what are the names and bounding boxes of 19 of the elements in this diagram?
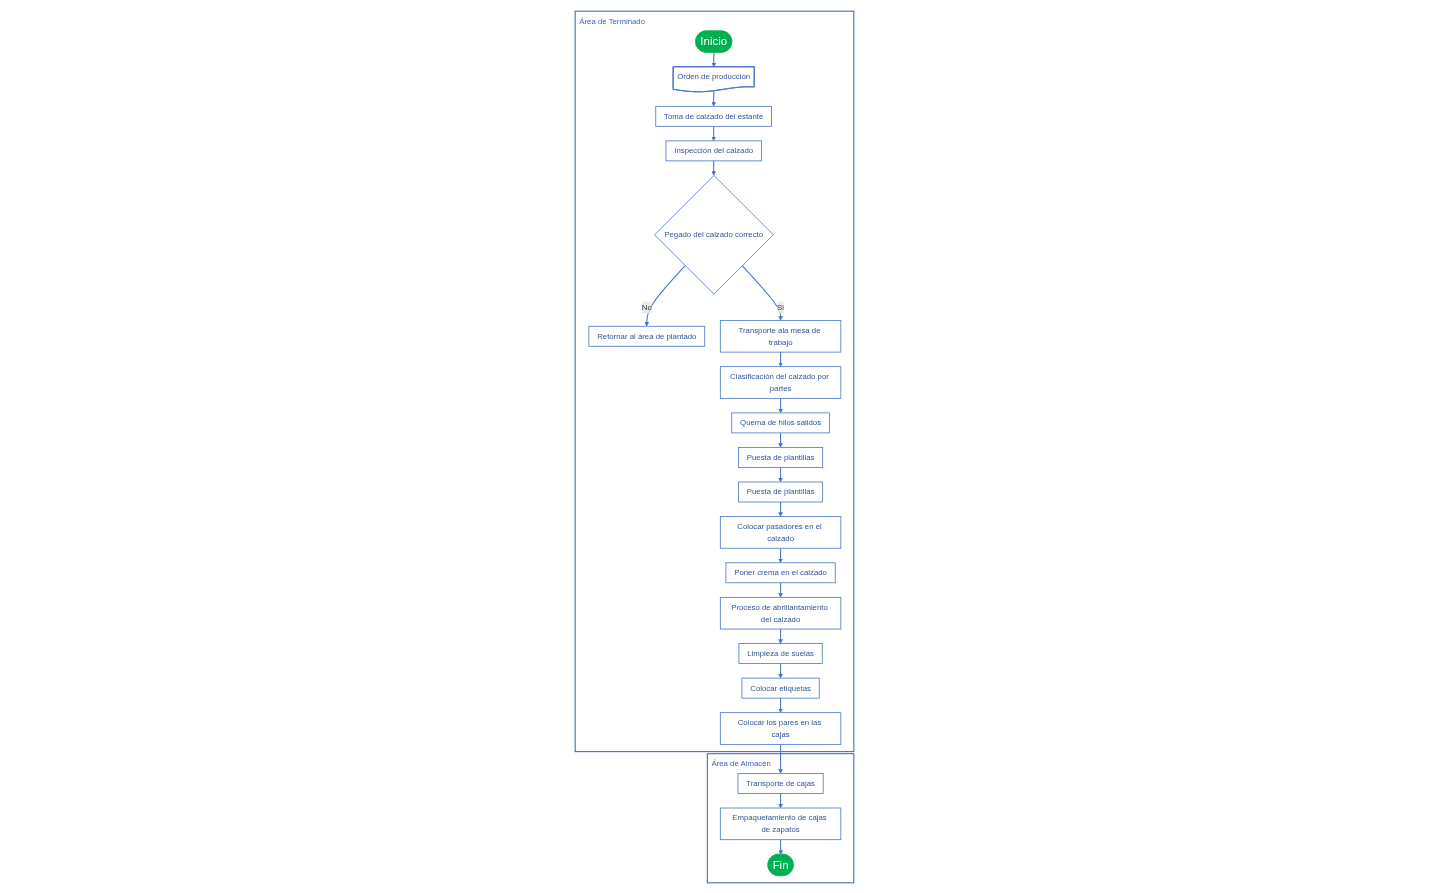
arrow xyxy=(778,501,783,517)
arrow xyxy=(778,431,783,448)
arrow xyxy=(778,662,783,678)
arrow xyxy=(711,90,716,106)
arrow xyxy=(778,792,783,808)
arrow xyxy=(778,351,783,367)
arrow xyxy=(778,838,783,855)
arrow xyxy=(778,697,783,713)
arrow xyxy=(778,628,783,644)
arrow xyxy=(644,264,686,326)
arrow xyxy=(778,581,783,598)
arrow xyxy=(711,125,716,141)
arrow xyxy=(778,743,783,774)
arrow xyxy=(778,466,783,482)
arrow xyxy=(778,397,783,413)
arrow xyxy=(741,264,783,321)
arrow xyxy=(711,159,716,176)
arrow xyxy=(711,51,717,67)
arrow xyxy=(778,547,783,563)
